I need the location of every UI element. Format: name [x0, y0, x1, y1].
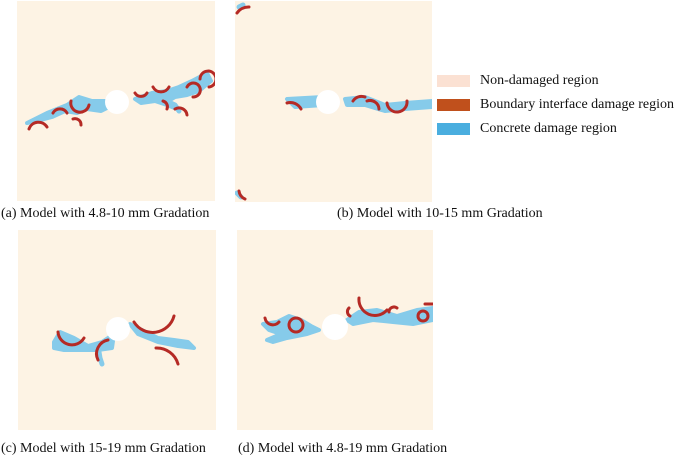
damage-pattern-b	[235, 2, 432, 201]
caption-a: (a) Model with 4.8-10 mm Gradation	[1, 206, 210, 221]
caption-d: (d) Model with 4.8-19 mm Gradation	[238, 441, 448, 456]
damage-pattern-d	[261, 296, 433, 344]
legend-label: Concrete damage region	[480, 121, 617, 136]
panel-d-model-4.8-19mm	[237, 230, 433, 430]
legend-label: Boundary interface damage region	[480, 97, 674, 112]
legend-swatch-non-damaged	[437, 75, 470, 87]
caption-b: (b) Model with 10-15 mm Gradation	[337, 206, 543, 221]
legend: Non-damaged region Boundary interface da…	[437, 69, 674, 141]
legend-item-non-damaged: Non-damaged region	[437, 69, 674, 93]
panel-a-model-4.8-10mm	[17, 1, 215, 201]
caption-c: (c) Model with 15-19 mm Gradation	[1, 441, 206, 456]
legend-item-concrete-damage: Concrete damage region	[437, 117, 674, 141]
damage-pattern-c	[52, 314, 196, 367]
panel-b-model-10-15mm	[235, 1, 432, 202]
legend-label: Non-damaged region	[480, 73, 599, 88]
legend-swatch-boundary-interface-damage	[437, 99, 470, 111]
damage-pattern-a	[25, 69, 215, 131]
legend-item-boundary-interface-damage: Boundary interface damage region	[437, 93, 674, 117]
panel-c-model-15-19mm	[18, 230, 216, 430]
legend-swatch-concrete-damage	[437, 123, 470, 135]
